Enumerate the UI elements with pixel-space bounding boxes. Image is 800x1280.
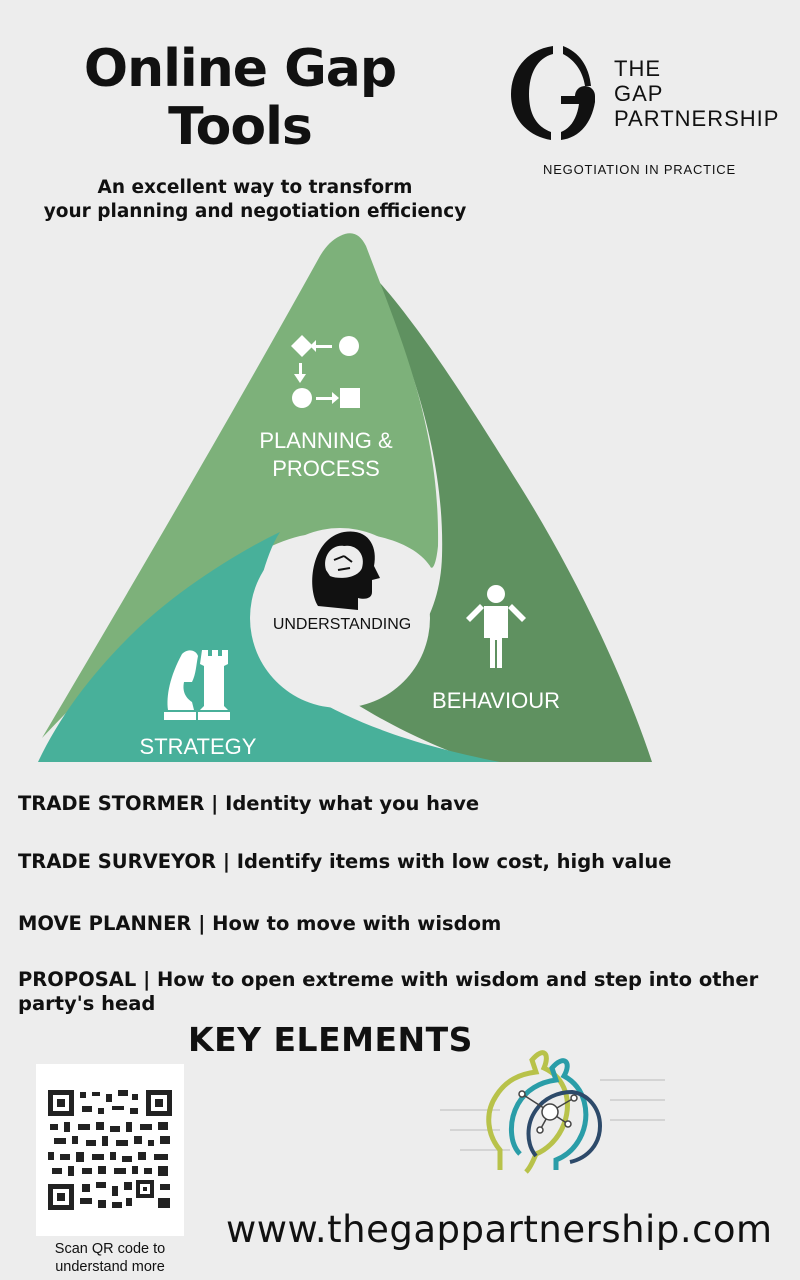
gap-triangle-diagram: PLANNING & PROCESS UNDERSTANDING BEHAVIO… [38,233,652,762]
qr-caption-line-2: understand more [55,1259,165,1275]
tool-trade-surveyor: TRADE SURVEYOR | Identify items with low… [18,850,672,873]
qr-caption: Scan QR code to understand more [20,1240,200,1276]
title-line-2: Tools [168,97,313,157]
strategy-label: STRATEGY [140,734,257,759]
title-line-1: Online Gap [83,39,397,99]
planning-label-2: PROCESS [272,456,380,481]
qr-caption-line-1: Scan QR code to [54,1241,166,1257]
chess-pieces-icon [164,650,230,720]
brand-line-2: GAP [614,81,664,106]
brand-tagline: NEGOTIATION IN PRACTICE [543,162,736,177]
tool-proposal: PROPOSAL | How to open extreme with wisd… [18,968,759,1015]
brain-head-icon [312,531,380,610]
page-subtitle: An excellent way to transform your plann… [20,176,490,224]
tool-move-planner: MOVE PLANNER | How to move with wisdom [18,912,502,935]
subtitle-line-1: An excellent way to transform [97,177,413,198]
brand-name: THE GAP PARTNERSHIP [614,56,779,131]
behaviour-segment [330,274,652,762]
process-flow-icon [291,335,360,408]
website-link[interactable]: www.thegappartnership.com [226,1208,773,1251]
subtitle-line-2: your planning and negotiation efficiency [43,201,467,222]
qr-code-icon [48,1090,172,1210]
understanding-circle [250,528,430,708]
planning-segment [42,233,439,738]
brand-line-1: THE [614,56,661,81]
understanding-label: UNDERSTANDING [273,616,411,633]
speech-network-icon [440,1050,665,1174]
tool-trade-stormer: TRADE STORMER | Identity what you have [18,792,480,815]
behaviour-label: BEHAVIOUR [432,688,560,713]
brand-line-3: PARTNERSHIP [614,106,780,131]
planning-label-1: PLANNING & [259,428,393,453]
qr-code[interactable] [36,1064,184,1236]
gap-logo-icon [511,46,595,140]
page-title: Online Gap Tools [60,40,420,156]
person-icon [466,585,526,668]
key-elements-heading: KEY ELEMENTS [188,1020,473,1059]
